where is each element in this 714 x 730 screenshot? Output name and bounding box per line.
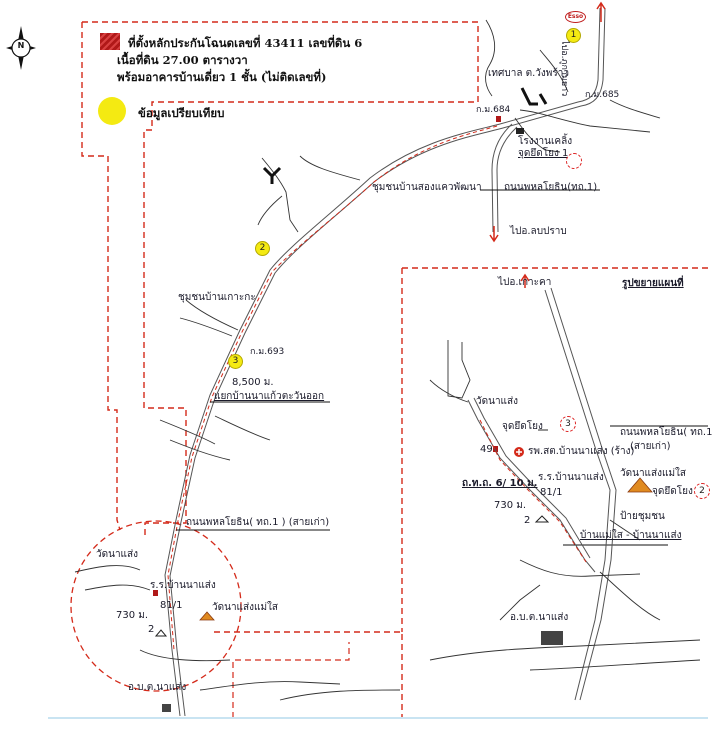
legend-boundary-left [81,22,121,531]
inset-marker-2: 2 [524,515,531,526]
label-marker-2: 2 [148,624,155,635]
label-highway-old: ถนนพหลโยธิน( ทถ.1 ) (สายเก่า) [186,517,330,528]
main-highway [164,7,606,717]
house-inset [534,515,550,523]
inset-check-point-3: จุดยึดโยง [502,421,543,432]
legend-swatch-collateral [100,33,120,50]
comparable-marker-1: 1 [566,28,581,43]
zoom-circle [70,520,242,692]
inset-tambon-office: อ.บ.ต.นาแส่ง [510,612,569,623]
esso-logo: Esso [565,11,586,23]
label-km684: ก.ม.684 [476,105,511,115]
label-81-1: 81/1 [160,600,183,611]
bottom-boundary-2 [232,642,350,718]
comparable-marker-2: 2 [255,241,270,256]
label-8500: 8,500 ม. [232,377,274,388]
inset-road-no: ถ.ท.ถ. 6/ 10 ม. [462,478,538,489]
inset-route-dashed [479,419,587,563]
label-check-point-1: จุดยึดโยง 1 [518,148,569,159]
inset-wat-na-saeng: วัดนาแส่ง [476,396,518,407]
label-km693: ก.ม.693 [250,347,285,357]
temple-main [199,611,215,621]
office-block [162,704,171,712]
inset-wat-mae-sai: วัดนาแส่งแม่ใส [620,468,687,479]
bottom-boundary [214,631,403,718]
compass-north: N [17,41,25,50]
check-point-1-marker [566,153,582,169]
house-main [154,629,168,637]
label-community-top: ชุมชนบ้านสองแควพัฒนา [372,182,482,193]
collateral-pin-circle [153,590,158,596]
north-arrow-top [596,1,606,22]
inset-arrow [520,273,530,288]
inset-highway: ถนนพหลโยธิน( ทถ.1 ) [620,427,714,438]
inset-office-block [541,631,563,645]
inset-side-roads [429,340,701,671]
inset-check-point-2-marker: 2 [694,483,710,499]
label-municipality: เทศบาล ต.วังพร้าว [488,68,569,79]
compass-star-icon [6,26,36,70]
temple-inset [627,477,653,493]
inset-highway [544,287,617,701]
leader-lines [176,189,708,546]
legend-building: พร้อมอาคารบ้านเดี่ยว 1 ชั้น (ไม่ติดเลขที… [117,70,327,84]
label-school: ร.ร.บ้านนาแส่ง [150,580,216,591]
legend-boundary [82,21,479,535]
route-dashed [167,125,498,651]
legend-swatch-comparable [98,97,126,125]
label-tambon-office: อ.บ.ต.นาแส่ง [128,682,187,693]
inset-community-pair: บ้านแม่ใส - บ้านนาแส่ง [580,530,682,541]
factory-arrow [520,87,548,106]
inset-hospital: รพ.สต.บ้านนาแส่ง (ร้าง) [528,446,635,457]
factory-block [516,128,524,134]
label-junction: แยกบ้านนาแก้วตะวันออก [214,391,325,402]
inset-730: 730 ม. [494,500,527,511]
inset-check-point-2: จุดยึดโยง [652,486,693,497]
label-to-chiang-kham: ไปอ.ลบปราบ [510,226,567,237]
label-730: 730 ม. [116,610,149,621]
inset-highway-old: (สายเก่า) [630,441,671,452]
inset-check-point-3-marker: 3 [560,416,576,432]
comparable-marker-3: 3 [228,354,243,369]
compass: N [4,24,38,72]
label-factory: โรงงานเคลิ้ง [518,136,573,147]
south-arrow [489,226,499,243]
legend-area: เนื้อที่ดิน 27.00 ตารางวา [117,53,248,67]
legend-title: ที่ตั้งหลักประกันโฉนดเลขที่ 43411 เลขที่… [128,36,363,50]
side-roads [74,19,661,701]
label-highway-top: ถนนพหลโยธิน(ทถ.1) [504,182,598,193]
label-community-mid: ชุมชนบ้านเกาะกะ [178,292,256,303]
south-road [491,123,518,233]
legend-comparable: ข้อมูลเปรียบเทียบ [138,106,225,120]
inset-lot-49: 49 [480,444,493,455]
label-wat-mae-sai: วัดนาแส่งแม่ใส [212,602,279,613]
collateral-pin-inset [493,446,498,452]
inset-community-sign: ป้ายชุมชน [620,511,665,522]
inset-81-1: 81/1 [540,487,563,498]
junction-symbol [262,166,282,184]
inset-school: ร.ร.บ้านนาแส่ง [538,472,604,483]
label-km685: ก.ม.685 [585,90,620,100]
collateral-pin-main [496,116,501,122]
inset-to-top: ไปอ.เกาะคา [498,277,552,288]
inset-title: รูปขยายแผนที่ [622,278,684,289]
label-wat-na-saeng: วัดนาแส่ง [96,549,138,560]
